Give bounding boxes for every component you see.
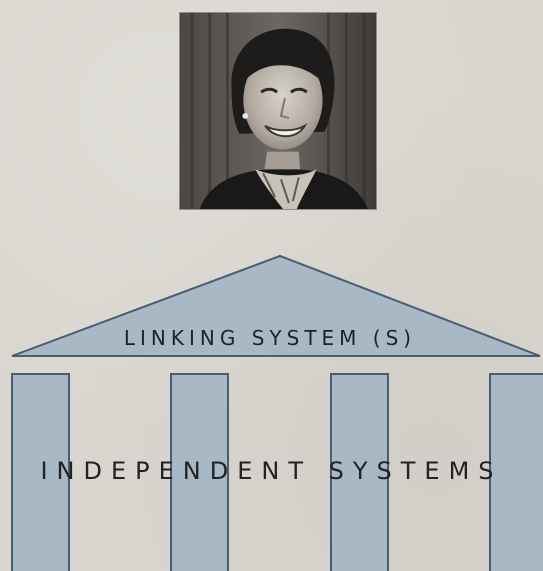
independent-system-column-3 bbox=[330, 373, 389, 571]
portrait-photo bbox=[179, 12, 377, 210]
independent-system-column-4 bbox=[489, 373, 543, 571]
independent-system-column-2 bbox=[170, 373, 229, 571]
linking-system-pediment bbox=[11, 254, 541, 357]
portrait-image bbox=[180, 13, 376, 209]
linking-system-label: LINKING SYSTEM (S) bbox=[123, 326, 417, 350]
independent-systems-label: INDEPENDENT SYSTEMS bbox=[40, 457, 503, 485]
independent-system-column-1 bbox=[11, 373, 70, 571]
